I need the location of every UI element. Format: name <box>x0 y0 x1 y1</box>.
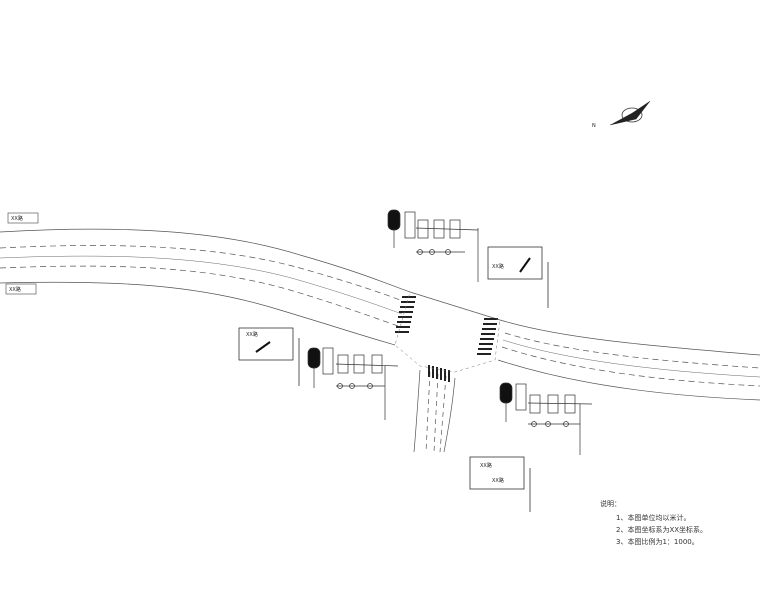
note-item-2: 2、本图坐标系为XX坐标系。 <box>616 526 708 534</box>
crosswalk-east <box>477 318 498 355</box>
guide-sign-northeast: XX路 <box>487 246 549 308</box>
crosswalk-west <box>395 296 416 333</box>
svg-text:XX路: XX路 <box>480 462 492 469</box>
signal-group-north <box>387 209 479 282</box>
svg-text:XX路: XX路 <box>9 286 21 293</box>
intersection-area <box>394 291 501 373</box>
note-item-3: 3、本图比例为1：1000。 <box>616 538 699 546</box>
svg-text:XX路: XX路 <box>11 215 23 222</box>
guide-sign-west: XX路 <box>238 327 300 386</box>
signal-group-south <box>499 382 593 455</box>
notes: 说明： 1、本图单位均以米计。 2、本图坐标系为XX坐标系。 3、本图比例为1：… <box>600 498 707 548</box>
svg-text:XX路: XX路 <box>246 331 258 338</box>
notes-title: 说明： <box>600 500 621 508</box>
note-item-1: 1、本图单位均以米计。 <box>616 514 691 522</box>
svg-text:XX路: XX路 <box>492 477 504 484</box>
signal-group-west <box>307 347 399 420</box>
guide-sign-south: XX路 XX路 <box>469 456 531 512</box>
side-road <box>413 369 456 453</box>
svg-text:XX路: XX路 <box>492 263 504 270</box>
road-label-lower: XX路 <box>5 283 37 295</box>
compass-label: N <box>592 123 596 129</box>
north-arrow-icon: N <box>592 100 651 129</box>
main-road <box>0 228 760 401</box>
crosswalk-south <box>428 365 450 382</box>
road-label-upper: XX路 <box>7 212 39 224</box>
